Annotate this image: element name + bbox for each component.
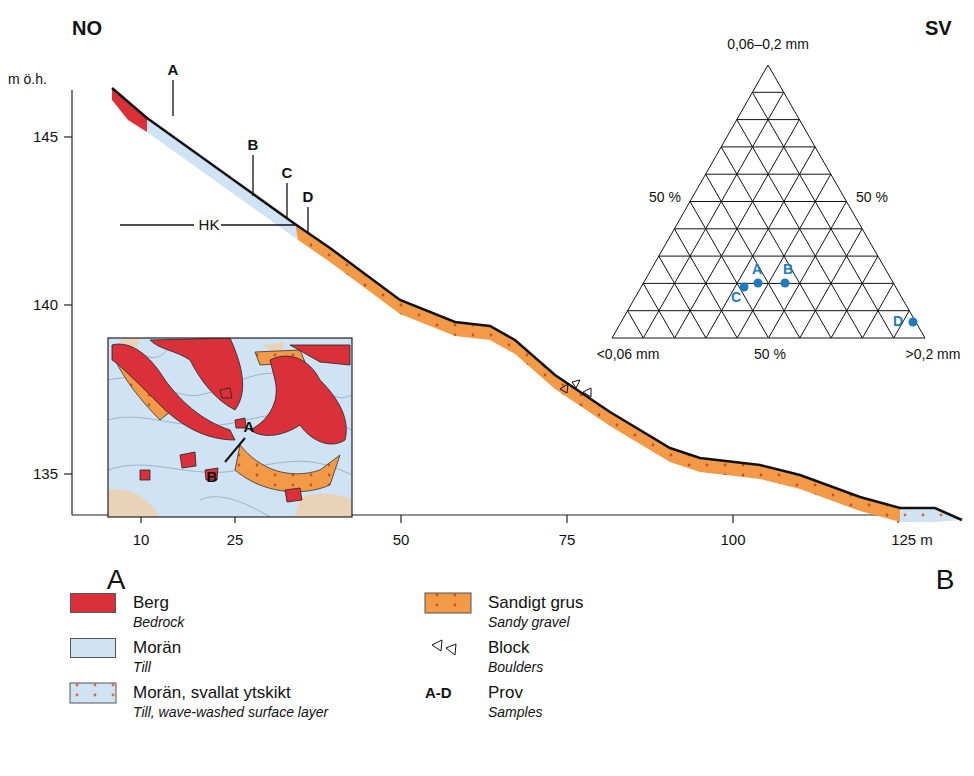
ground-surface [112,88,962,520]
bedrock [112,88,147,132]
sample-label: C [282,165,293,182]
section-end: B [936,565,955,596]
grid-line [706,147,815,338]
tick-label: 140 [33,297,58,314]
till [147,118,298,240]
legend-translation: Till [133,660,151,675]
tick-label: 10 [133,532,150,549]
legend-text: Prov [488,684,523,703]
legend-translation: Samples [488,705,542,720]
legend-text: Block [488,639,530,658]
legend-translation: Bedrock [133,615,184,630]
tick-label: 125 m [891,532,933,549]
map-label: B [207,469,218,486]
axes [64,90,945,523]
axis-label: 0,06–0,2 mm [727,37,809,52]
legend-translation: Sandy gravel [488,615,570,630]
grid-line [737,120,863,338]
tick-label: 135 [33,466,58,483]
legend-text: Morän, svallat ytskikt [133,684,291,703]
axis-label: 50 % [649,190,681,205]
legend-text: Morän [133,639,181,658]
legend-translation: Boulders [488,660,543,675]
grid-line [659,256,878,257]
grid-line [690,201,847,202]
tick-label: 25 [227,532,244,549]
sample-markers [120,80,308,234]
grid-line [831,256,878,338]
legend-sample-text: A-D [425,685,452,702]
legend-text: Sandigt grus [488,594,583,613]
legend-text: Berg [133,594,169,613]
axis-label: 50 % [856,190,888,205]
point-label: B [783,262,793,277]
inset-map [108,338,352,517]
map-label: A [244,419,255,436]
tick-label: 75 [559,532,576,549]
sample-label: D [303,189,314,206]
tick-label: 145 [33,129,58,146]
sample-label: B [248,137,259,154]
direction: SV [925,17,952,39]
legend-translation: Till, wave-washed surface layer [133,705,328,720]
legend-sample-gravel [425,593,471,613]
grid-line [721,146,815,147]
grid-line [721,147,831,338]
tick-label: 100 [720,532,745,549]
grid-line [752,92,893,338]
grid-line [752,92,783,93]
grid-line [643,92,783,338]
shoreline-label: HK [197,217,222,234]
legend-swatch [70,593,116,613]
legend-sample-block [432,640,456,655]
grid-line [894,311,910,338]
grid-line [769,202,847,339]
point-label: D [893,314,903,329]
sample-label: A [168,62,179,79]
boulders [560,380,591,397]
axis-label: <0,06 mm [597,347,660,362]
section-end: A [107,565,126,596]
tick-label: 50 [393,532,410,549]
grid-line [690,202,769,339]
axis-label: 50 % [754,347,786,362]
legend-sample-wave-till [70,683,116,703]
point-label: C [731,290,741,305]
axis-unit: m ö.h. [8,72,47,87]
sample-points [740,279,918,327]
ternary-diagram [612,65,925,338]
grid-line [675,120,800,338]
grid-line [628,310,910,311]
grid-line [643,283,893,284]
grid-line [659,256,706,338]
legend-swatch [70,638,116,658]
direction: NO [72,17,102,39]
axis-label: >0,2 mm [906,347,961,362]
grid-line [628,311,644,338]
point-label: A [752,262,762,277]
